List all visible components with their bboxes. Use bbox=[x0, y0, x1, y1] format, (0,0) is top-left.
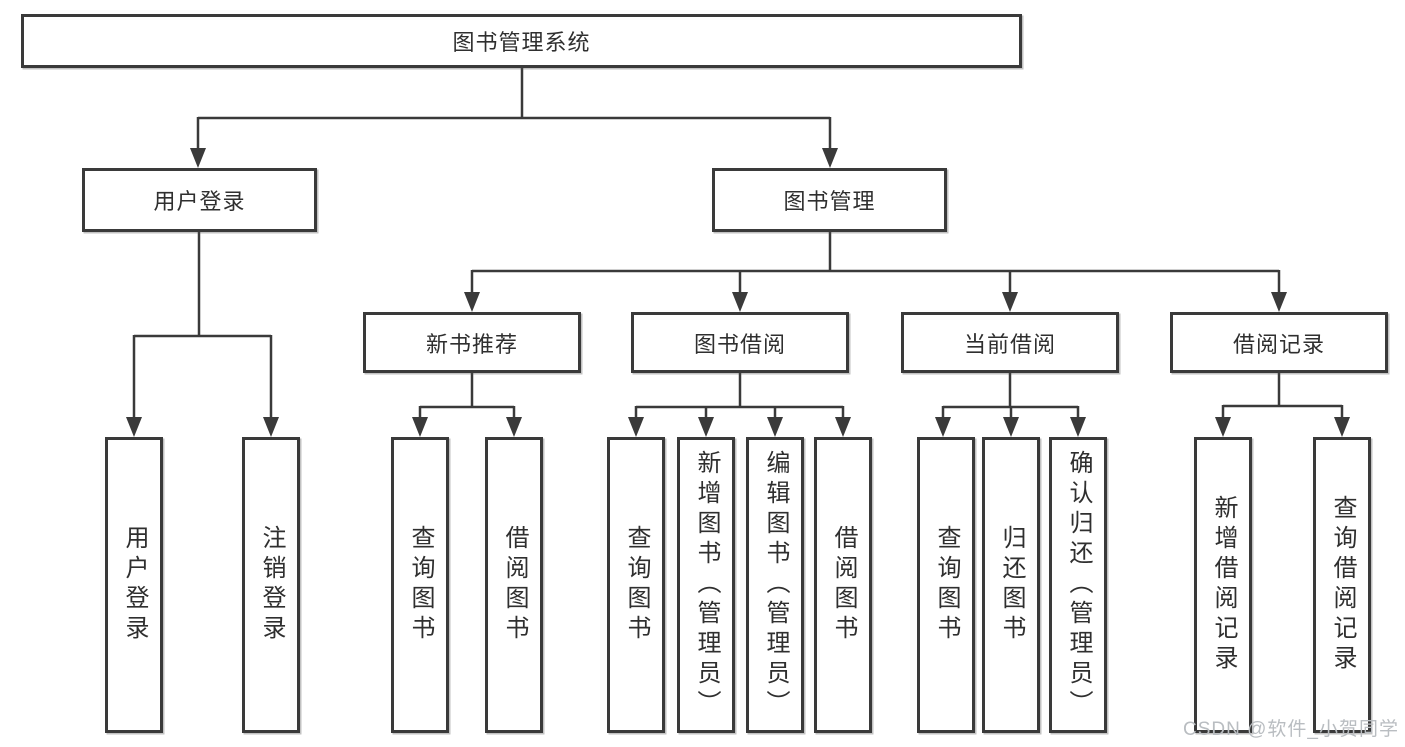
leaf-borrowing-borrow-books: 借阅图书 bbox=[814, 437, 872, 733]
leaf-current-return-books-label: 归还图书 bbox=[998, 525, 1025, 645]
connector-new-book-branch bbox=[412, 373, 522, 437]
leaf-newbook-borrow-books: 借阅图书 bbox=[485, 437, 543, 733]
leaf-current-return-books: 归还图书 bbox=[982, 437, 1040, 733]
node-new-book-recommendation-label: 新书推荐 bbox=[425, 331, 518, 357]
leaf-newbook-query-books: 查询图书 bbox=[391, 437, 449, 733]
node-library-management-system-label: 图书管理系统 bbox=[452, 30, 591, 55]
leaf-current-confirm-return-admin-label: 确认归还（管理员） bbox=[1065, 450, 1092, 720]
leaf-borrowing-query-books-label: 查询图书 bbox=[623, 525, 650, 645]
connector-borrowing-records-branch bbox=[1215, 373, 1350, 437]
leaf-current-query-books: 查询图书 bbox=[917, 437, 975, 733]
leaf-borrowing-query-books: 查询图书 bbox=[607, 437, 665, 733]
connector-book-borrowing-branch bbox=[628, 373, 851, 437]
leaf-borrowing-edit-books-admin-label: 编辑图书（管理员） bbox=[762, 450, 789, 720]
leaf-user-login: 用户登录 bbox=[105, 437, 163, 733]
leaf-logout: 注销登录 bbox=[242, 437, 300, 733]
node-book-borrowing-label: 图书借阅 bbox=[693, 331, 786, 357]
leaf-records-add-record-label: 新增借阅记录 bbox=[1210, 495, 1237, 675]
connector-book-management-branch bbox=[464, 232, 1287, 312]
csdn-watermark: CSDN @软件_小贺同学 bbox=[1183, 719, 1399, 740]
leaf-user-login-label: 用户登录 bbox=[121, 525, 148, 645]
leaf-current-confirm-return-admin: 确认归还（管理员） bbox=[1049, 437, 1107, 733]
leaf-records-query-record-label: 查询借阅记录 bbox=[1329, 495, 1356, 675]
connector-current-borrowing-branch bbox=[935, 373, 1086, 437]
node-borrowing-records-label: 借阅记录 bbox=[1232, 331, 1325, 357]
leaf-borrowing-add-books-admin-label: 新增图书（管理员） bbox=[693, 450, 720, 720]
leaf-newbook-borrow-books-label: 借阅图书 bbox=[501, 525, 528, 645]
leaf-current-query-books-label: 查询图书 bbox=[933, 525, 960, 645]
node-book-borrowing: 图书借阅 bbox=[631, 312, 849, 373]
node-current-borrowing: 当前借阅 bbox=[901, 312, 1119, 373]
node-user-login: 用户登录 bbox=[82, 168, 317, 232]
connector-user-login-branch bbox=[126, 232, 279, 437]
leaf-borrowing-borrow-books-label: 借阅图书 bbox=[830, 525, 857, 645]
leaf-borrowing-edit-books-admin: 编辑图书（管理员） bbox=[746, 437, 804, 733]
node-current-borrowing-label: 当前借阅 bbox=[963, 331, 1056, 357]
leaf-borrowing-add-books-admin: 新增图书（管理员） bbox=[677, 437, 735, 733]
node-new-book-recommendation: 新书推荐 bbox=[363, 312, 581, 373]
node-borrowing-records: 借阅记录 bbox=[1170, 312, 1388, 373]
node-book-management-label: 图书管理 bbox=[783, 189, 876, 214]
node-library-management-system: 图书管理系统 bbox=[21, 14, 1022, 68]
node-user-login-label: 用户登录 bbox=[153, 189, 246, 214]
node-book-management: 图书管理 bbox=[712, 168, 947, 232]
leaf-newbook-query-books-label: 查询图书 bbox=[407, 525, 434, 645]
leaf-logout-label: 注销登录 bbox=[258, 525, 285, 645]
leaf-records-query-record: 查询借阅记录 bbox=[1313, 437, 1371, 733]
leaf-records-add-record: 新增借阅记录 bbox=[1194, 437, 1252, 733]
connector-root-to-level2 bbox=[190, 68, 838, 168]
